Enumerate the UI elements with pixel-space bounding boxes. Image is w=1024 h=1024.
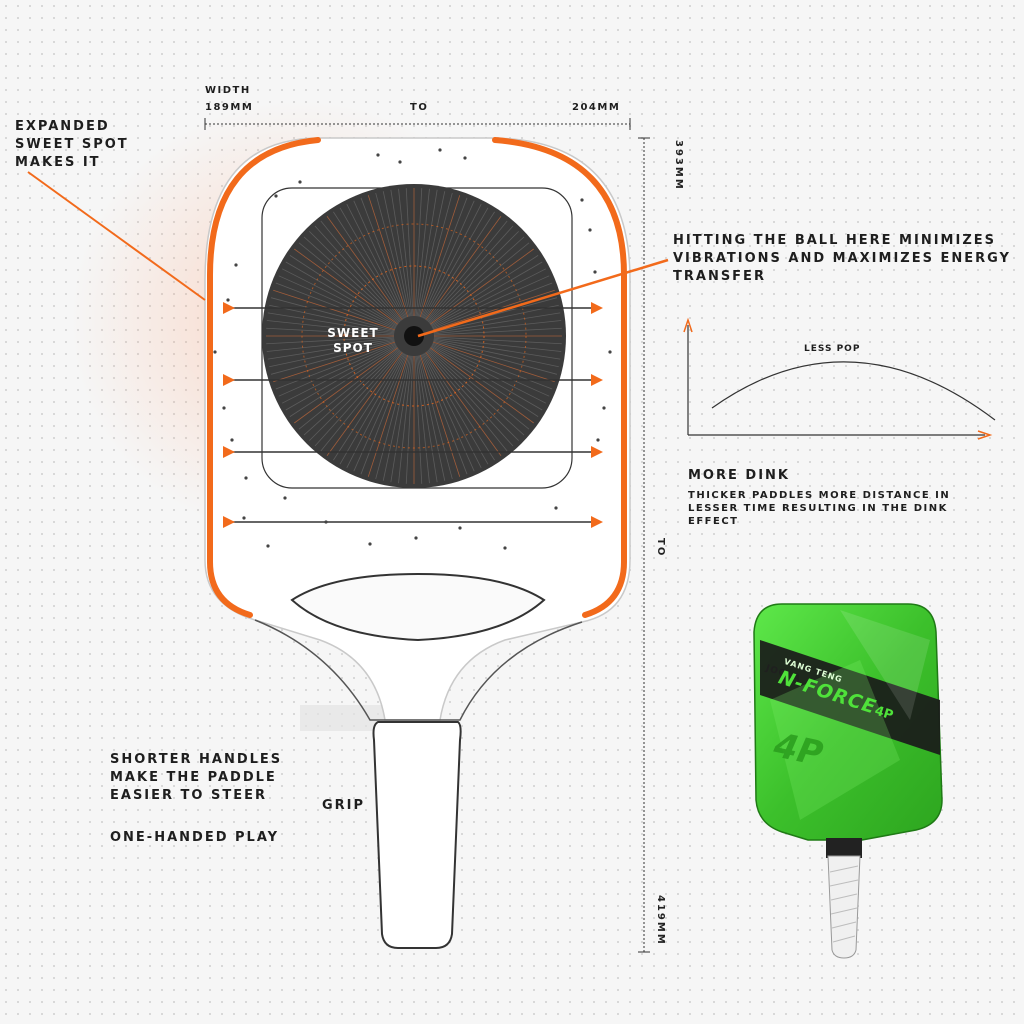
- more-dink-heading: MORE DINK: [688, 468, 790, 483]
- shorter-handles-callout: SHORTER HANDLES MAKE THE PADDLE EASIER T…: [110, 751, 282, 805]
- length-to: TO: [655, 538, 666, 558]
- shorter-line-1: SHORTER HANDLES: [110, 752, 283, 767]
- paddle-throat: [254, 619, 583, 721]
- dink-desc-line-1: THICKER PADDLES MORE DISTANCE IN: [688, 490, 951, 501]
- sweet-spot-line-1: SWEET: [327, 326, 379, 340]
- edge-guard: [207, 137, 627, 618]
- width-title: WIDTH: [205, 85, 251, 96]
- pop-graph: [683, 317, 996, 440]
- expanded-line-2: SWEET SPOT: [15, 137, 129, 152]
- more-dink-description: THICKER PADDLES MORE DISTANCE IN LESSER …: [688, 489, 950, 528]
- width-min: 189MM: [205, 102, 254, 113]
- face-texture-dots: [213, 148, 612, 550]
- hitting-leader-line: [417, 258, 669, 338]
- sweet-spot-label: SWEET SPOT: [318, 326, 388, 356]
- grip-label: GRIP: [322, 798, 366, 813]
- one-handed-play-label: ONE-HANDED PLAY: [110, 830, 280, 845]
- expanded-sweet-spot-callout: EXPANDED SWEET SPOT MAKES IT: [15, 118, 129, 172]
- length-min: 393MM: [673, 140, 684, 191]
- product-paddle: [753, 603, 943, 959]
- dink-desc-line-2: LESSER TIME RESULTING IN THE DINK: [688, 503, 948, 514]
- shorter-line-3: EASIER TO STEER: [110, 788, 268, 803]
- throat-cutout: [290, 572, 546, 642]
- width-max: 204MM: [572, 102, 621, 113]
- grip: [372, 721, 462, 949]
- sweet-spot-disc: [262, 184, 566, 488]
- width-to: TO: [410, 102, 429, 113]
- hitting-line-3: TRANSFER: [673, 269, 766, 284]
- expanded-line-1: EXPANDED: [15, 119, 110, 134]
- hitting-ball-callout: HITTING THE BALL HERE MINIMIZES VIBRATIO…: [673, 232, 1011, 286]
- dink-desc-line-3: EFFECT: [688, 516, 739, 527]
- hitting-line-2: VIBRATIONS AND MAXIMIZES ENERGY: [673, 251, 1011, 266]
- hitting-line-1: HITTING THE BALL HERE MINIMIZES: [673, 233, 996, 248]
- length-dimension: [638, 137, 650, 953]
- shorter-line-2: MAKE THE PADDLE: [110, 770, 277, 785]
- width-arrows: [223, 302, 603, 528]
- expanded-line-3: MAKES IT: [15, 155, 101, 170]
- length-max: 419MM: [655, 895, 666, 946]
- expanded-leader-line: [27, 171, 206, 301]
- sweet-spot-line-2: SPOT: [333, 341, 373, 355]
- width-dimension: [204, 118, 631, 130]
- less-pop-label: LESS POP: [804, 344, 861, 354]
